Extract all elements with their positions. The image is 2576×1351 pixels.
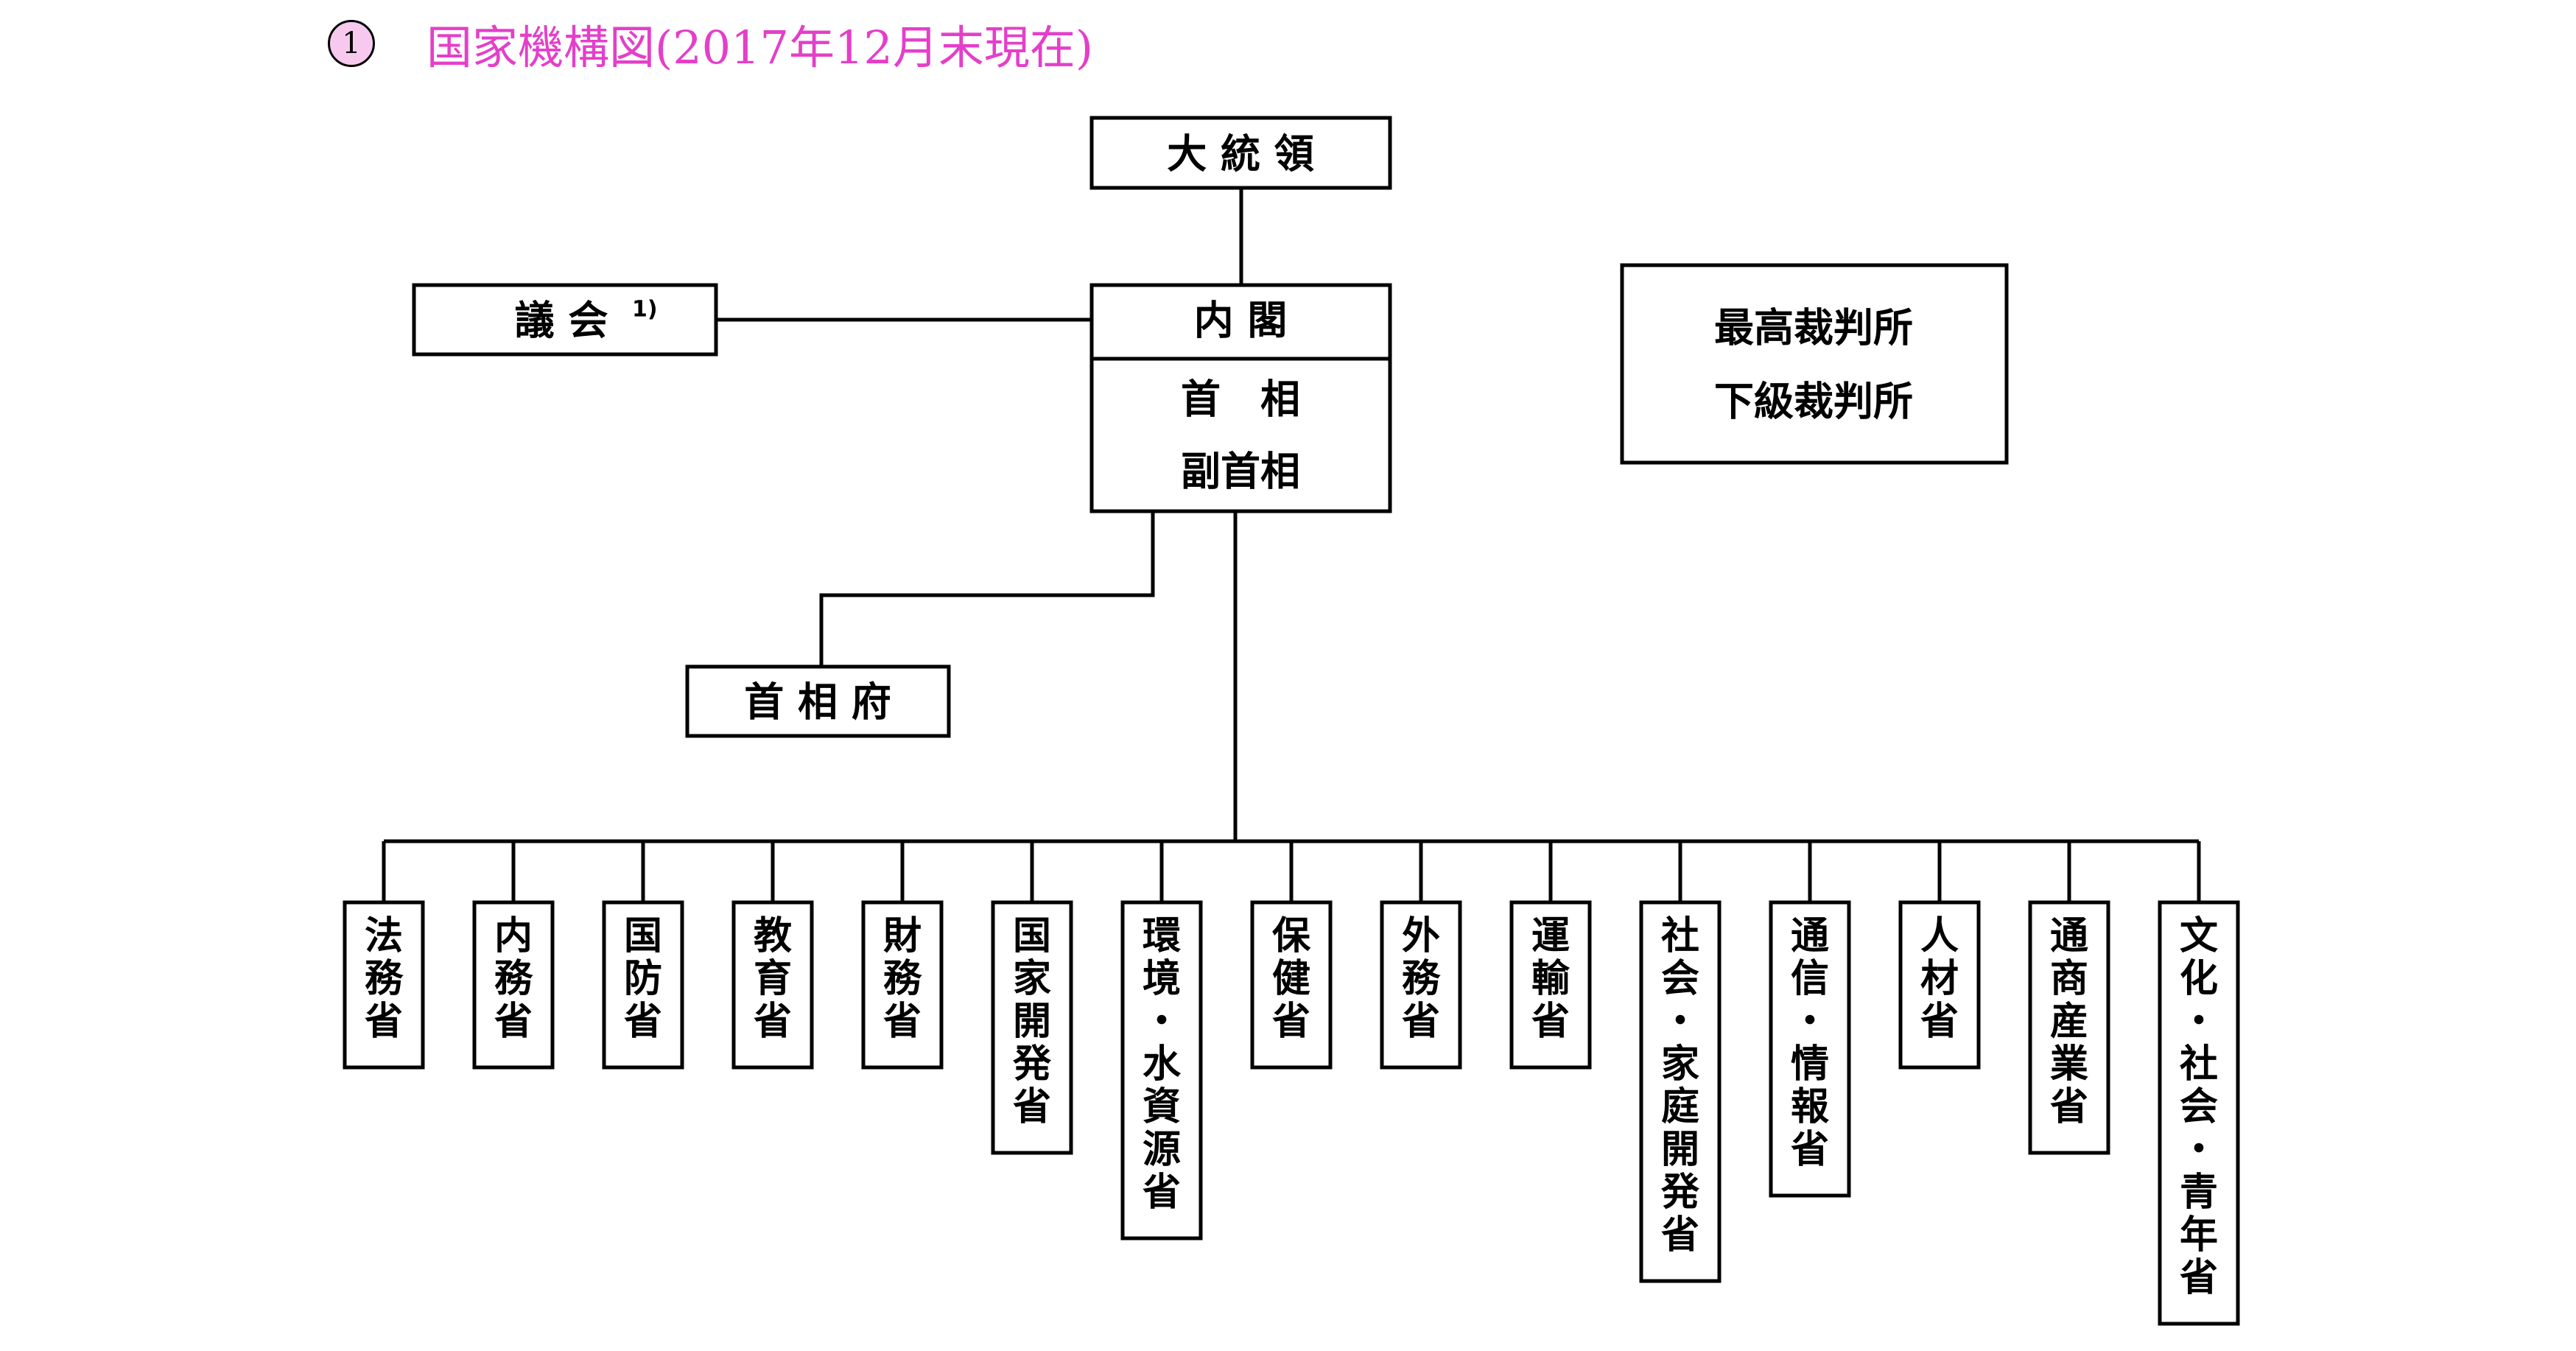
ministry-box: 文化・社会・青年省 xyxy=(2158,900,2240,1326)
ministry-box-frame xyxy=(731,900,814,1070)
title-number-badge: 1 xyxy=(328,20,375,67)
ministry-box: 法務省 xyxy=(343,900,425,1070)
ministry-box-frame xyxy=(1898,900,1981,1070)
ministry-label: 国家開発省 xyxy=(1013,914,1052,1129)
pm-office-label: 首 相 府 xyxy=(744,679,891,726)
ministry-box-frame xyxy=(1250,900,1333,1070)
ministries-group: 法務省 内務省 国防省 教育省 財務省 国家開発省 環境・水資源省 保健省 外務省 運輸省 社会・家… xyxy=(343,900,2240,1326)
ministry-box-frame xyxy=(1120,900,1203,1241)
pm-office-box: 首 相 府 xyxy=(685,664,951,738)
page-title: 1 国家機構図(2017年12月末現在) xyxy=(328,10,1093,77)
ministry-label: 国防省 xyxy=(624,914,662,1044)
ministry-box-frame xyxy=(1769,900,1851,1198)
ministry-box: 財務省 xyxy=(861,900,944,1070)
ministry-box: 内務省 xyxy=(472,900,555,1070)
cabinet-label: 内 閣 xyxy=(1194,298,1288,344)
ministry-box: 教育省 xyxy=(731,900,814,1070)
ministry-box-frame xyxy=(1509,900,1592,1070)
ministry-label: 内務省 xyxy=(494,914,533,1044)
supreme-court-label: 最高裁判所 xyxy=(1714,305,1913,351)
ministry-label: 外務省 xyxy=(1402,914,1441,1044)
ministry-box: 人材省 xyxy=(1898,900,1981,1070)
ministry-box-frame xyxy=(343,900,425,1070)
ministry-box-frame xyxy=(861,900,944,1070)
ministry-label: 教育省 xyxy=(754,914,792,1044)
ministry-box: 運輸省 xyxy=(1509,900,1592,1070)
cabinet-box: 内 閣 首 相 副首相 xyxy=(1089,283,1392,513)
ministry-box-frame xyxy=(602,900,684,1070)
lower-courts-label: 下級裁判所 xyxy=(1714,379,1913,425)
ministry-label: 法務省 xyxy=(365,914,404,1044)
ministry-box: 保健省 xyxy=(1250,900,1333,1070)
ministry-box: 社会・家庭開発省 xyxy=(1639,900,1722,1283)
president-label: 大 統 領 xyxy=(1167,131,1314,178)
ministry-box: 環境・水資源省 xyxy=(1120,900,1203,1241)
cabinet-to-pm-office-line xyxy=(819,511,1155,667)
cabinet-member-pm: 首 相 xyxy=(1181,376,1300,423)
ministry-box: 外務省 xyxy=(1380,900,1462,1070)
courts-box: 最高裁判所 下級裁判所 xyxy=(1620,263,2009,465)
ministry-label: 保健省 xyxy=(1272,914,1311,1044)
parliament-label: 議 会 xyxy=(515,298,608,344)
ministry-label: 通商産業省 xyxy=(2050,914,2088,1129)
title-number: 1 xyxy=(342,27,361,60)
ministry-box: 通信・情報省 xyxy=(1769,900,1851,1198)
ministry-label: 人材省 xyxy=(1920,914,1959,1044)
ministry-box-frame xyxy=(1380,900,1462,1070)
president-box: 大 統 領 xyxy=(1089,116,1392,190)
ministry-label: 文化・社会・青年省 xyxy=(2180,914,2218,1300)
parliament-note: 1) xyxy=(632,297,658,323)
ministry-box-frame xyxy=(1639,900,1722,1283)
ministry-box: 通商産業省 xyxy=(2028,900,2110,1155)
title-text: 国家機構図(2017年12月末現在) xyxy=(427,21,1094,74)
ministry-label: 運輸省 xyxy=(1531,914,1570,1044)
ministry-label: 環境・水資源省 xyxy=(1143,914,1182,1215)
cabinet-member-deputy-pm: 副首相 xyxy=(1181,449,1300,495)
ministry-box: 国家開発省 xyxy=(991,900,1073,1155)
ministry-box: 国防省 xyxy=(602,900,684,1070)
ministry-box-frame xyxy=(2028,900,2110,1155)
ministry-box-frame xyxy=(991,900,1073,1155)
ministry-box-frame xyxy=(472,900,555,1070)
ministry-drop-lines xyxy=(382,841,2201,902)
ministry-label: 社会・家庭開発省 xyxy=(1661,914,1700,1257)
parliament-box: 議 会 1) xyxy=(412,283,718,357)
ministry-label: 通信・情報省 xyxy=(1791,914,1829,1172)
ministry-box-frame xyxy=(2158,900,2240,1326)
connector-lines xyxy=(382,188,2201,902)
ministry-label: 財務省 xyxy=(883,914,922,1044)
